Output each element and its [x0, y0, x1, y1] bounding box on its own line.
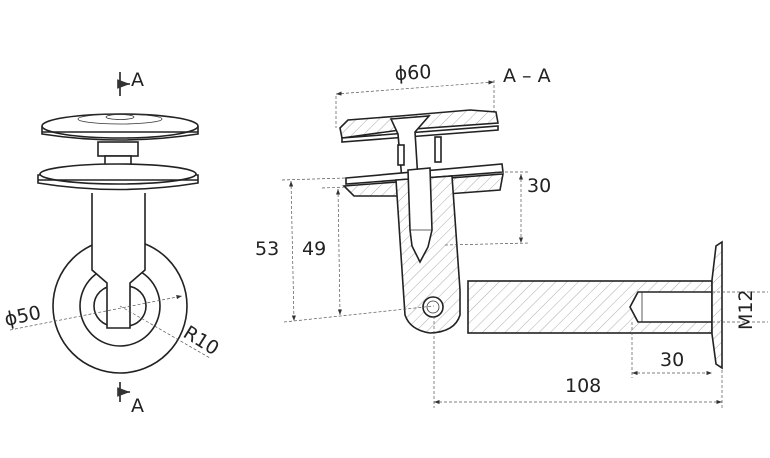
- dim-thread-30: 30: [631, 322, 712, 378]
- dim-label-49: 49: [302, 238, 326, 260]
- dim-length-108: 108: [433, 316, 723, 408]
- handrail-tube: [467, 240, 723, 370]
- dim-spacing-30: 30: [444, 171, 551, 246]
- dim-label-53: 53: [255, 238, 279, 260]
- dim-height-53: 53: [255, 177, 435, 323]
- dim-label-r10: R10: [179, 322, 222, 360]
- dim-label-108: 108: [565, 375, 601, 397]
- pivot-arm: [395, 167, 461, 334]
- dim-label-30-bottom: 30: [660, 349, 684, 371]
- spacer: [97, 141, 139, 166]
- section-title: A – A: [503, 65, 551, 87]
- bottom-disc: [37, 163, 199, 191]
- section-view: A – A ϕ60: [255, 61, 768, 408]
- dim-diameter-60: ϕ60: [335, 61, 495, 128]
- dim-label-m12: M12: [735, 289, 757, 330]
- dim-thread-m12: M12: [712, 289, 768, 330]
- arm: [91, 193, 146, 329]
- dim-label-d50: ϕ50: [2, 302, 42, 331]
- section-mark-bottom: A: [117, 382, 144, 417]
- dim-label-d60: ϕ60: [394, 61, 432, 85]
- section-mark-top: A: [117, 69, 144, 96]
- front-view: A ϕ50: [2, 69, 222, 417]
- top-disc: [41, 113, 199, 141]
- dim-height-49: 49: [302, 186, 347, 316]
- section-label-top: A: [131, 69, 144, 91]
- section-label-bottom: A: [131, 395, 144, 417]
- dim-label-30-top: 30: [527, 175, 551, 197]
